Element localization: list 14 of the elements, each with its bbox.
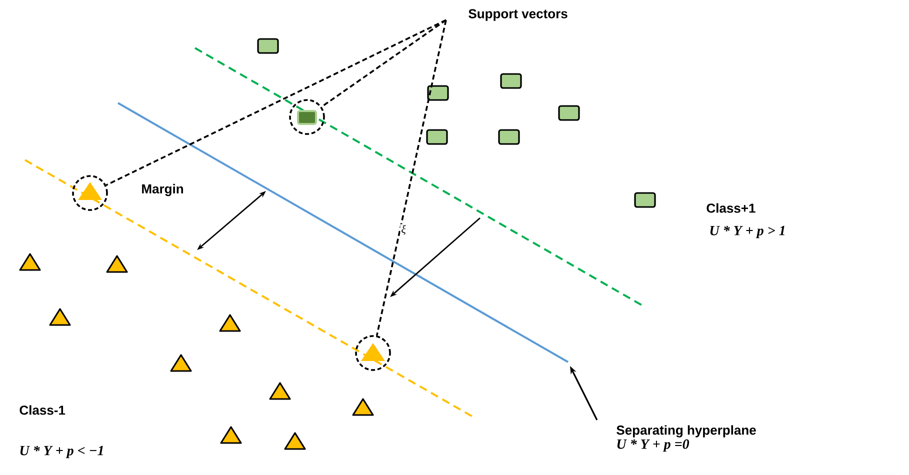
support-vector-circle	[289, 99, 325, 135]
annotation-text: Margin	[142, 184, 184, 196]
formula-label: U * Y + p > 1	[710, 226, 784, 238]
leader-line	[376, 20, 447, 336]
support-vector-circle	[355, 335, 391, 371]
symbol-label: ξ	[400, 224, 407, 236]
formula-label: U * Y + p < −1	[20, 446, 103, 458]
annotation-text: Separating hyperplane U * Y + p =0	[616, 425, 756, 452]
annotation-text: Support vectors	[468, 9, 568, 21]
class-label: Class+1	[706, 203, 756, 213]
support-vector-circle	[72, 175, 108, 211]
leader-line	[106, 19, 446, 186]
class-label: Class-1	[20, 405, 66, 415]
leader-line	[321, 19, 447, 108]
